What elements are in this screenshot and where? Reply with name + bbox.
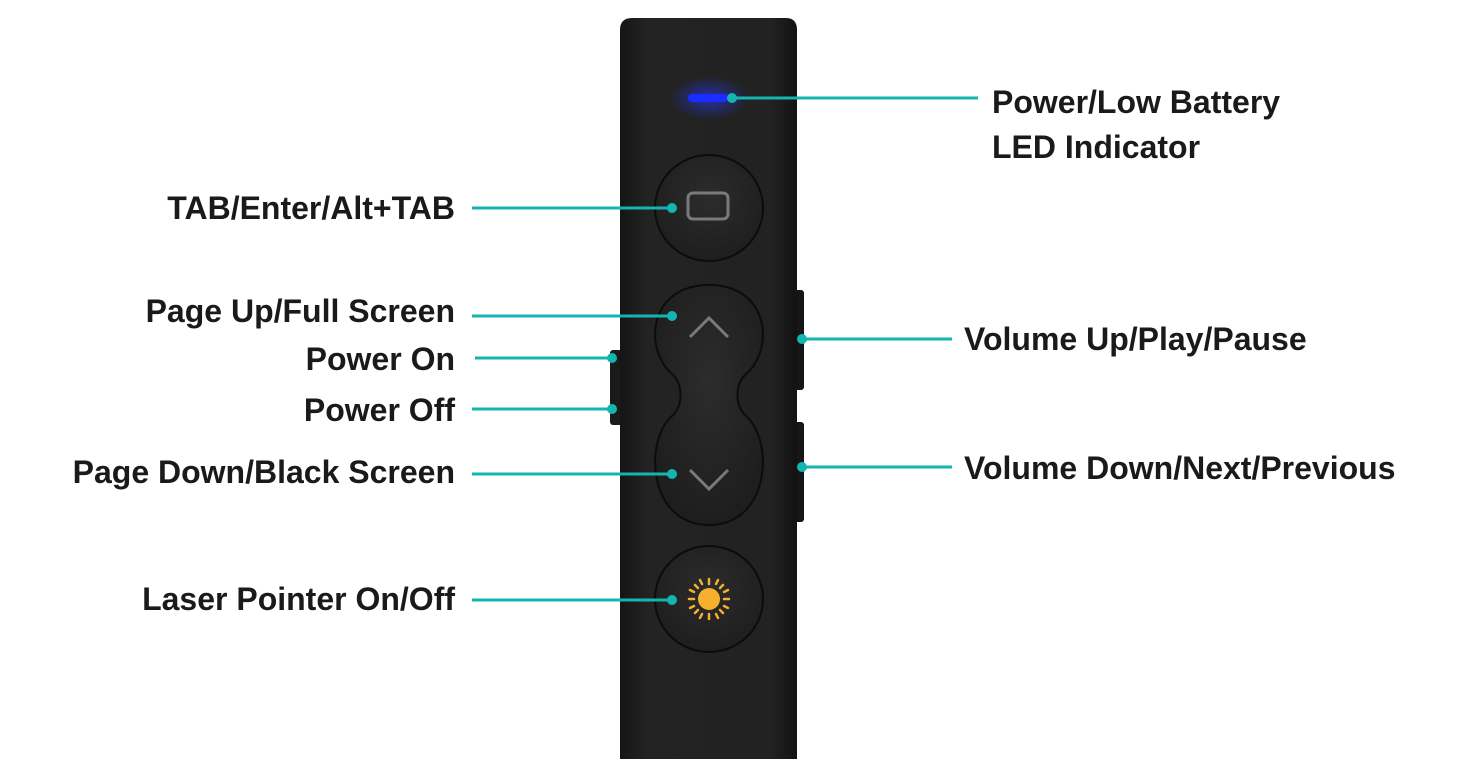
label-led-line1: Power/Low Battery (992, 84, 1280, 120)
label-led-line2: LED Indicator (992, 129, 1200, 165)
label-page-up: Page Up/Full Screen (146, 293, 455, 329)
callout-power-on (475, 353, 617, 363)
callout-page-down (472, 469, 677, 479)
led-indicator (688, 94, 728, 102)
label-laser: Laser Pointer On/Off (142, 581, 455, 617)
callout-page-up (472, 311, 677, 321)
callout-volume-up (797, 334, 952, 344)
chevron-down-icon (688, 468, 730, 492)
callout-tab (472, 203, 677, 213)
callout-power-off (472, 404, 617, 414)
page-up-down-rocker (654, 283, 764, 527)
callout-laser (472, 595, 677, 605)
callout-led (727, 93, 978, 103)
label-volume-up: Volume Up/Play/Pause (964, 321, 1307, 357)
chevron-up-icon (688, 315, 730, 339)
label-volume-down: Volume Down/Next/Previous (964, 450, 1396, 486)
label-page-down: Page Down/Black Screen (73, 454, 455, 490)
label-power-off: Power Off (304, 392, 455, 428)
sun-icon (687, 577, 731, 621)
callout-volume-down (797, 462, 952, 472)
label-tab: TAB/Enter/Alt+TAB (167, 190, 455, 226)
label-power-on: Power On (306, 341, 455, 377)
square-icon (686, 191, 730, 221)
